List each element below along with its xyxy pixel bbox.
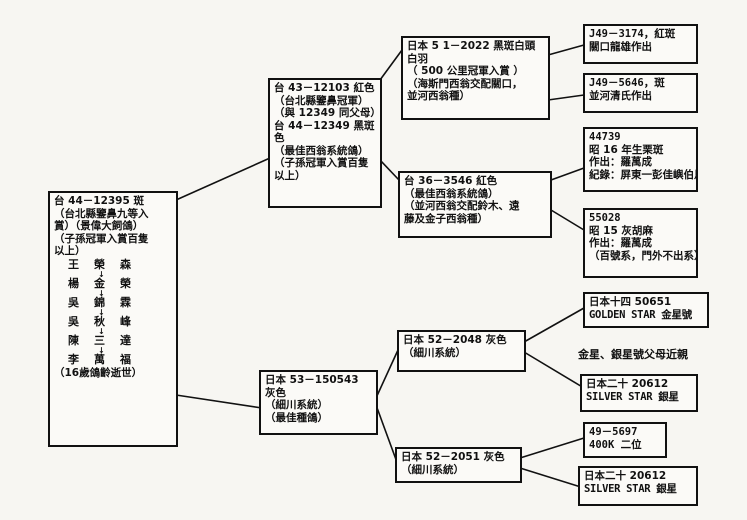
ds-sire-line: GOLDEN STAR 金星號 xyxy=(589,308,692,321)
ss-sire-box: J49－3174，紅斑 關口龍雄作出 xyxy=(583,24,698,64)
dd-sire-line: 400K 二位 xyxy=(589,438,642,451)
lineage-line: 李 萬 福 xyxy=(68,352,133,366)
dam-line: （細川系統） xyxy=(265,399,328,411)
sire-line: 台 43－12103 紅色 xyxy=(274,82,375,94)
connector-sd-sire xyxy=(550,167,585,181)
sire-sire-line: 白羽 xyxy=(407,52,428,65)
dam-sire-line: 日本 52－2048 灰色 xyxy=(403,334,507,346)
sire-dam-box: 台 36－3546 紅色 （最佳西翁系統鴿） （並河西翁交配鈴木、遠 藤及金子西… xyxy=(398,171,552,238)
sd-sire-box: 44739 昭 16 年生栗斑 作出：羅萬成 紀錄：屏東一彭佳嶼伯馬 xyxy=(583,127,698,192)
connector-dam-dam xyxy=(375,404,399,466)
connector-ds-sire xyxy=(523,307,585,343)
lineage-arrow: ↓ xyxy=(68,288,107,298)
dam-sire-line: （細川系統） xyxy=(403,346,466,359)
connector-root-dam xyxy=(175,394,263,409)
sire-sire-line: （ 500 公里冠軍入賞 ） xyxy=(407,65,524,77)
ds-dam-line: 日本二十 20612 xyxy=(586,378,669,390)
sire-line: 台 44－12349 黑斑 xyxy=(274,119,375,132)
connector-sire-sire-dam xyxy=(379,159,400,181)
ds-sire-box: 日本十四 50651 GOLDEN STAR 金星號 xyxy=(583,292,709,328)
sd-sire-line: 作出：羅萬成 xyxy=(589,156,652,168)
lineage-line: 陳 三 達 xyxy=(68,333,133,347)
ss-sire-line: J49－3174，紅斑 xyxy=(589,28,676,40)
sd-sire-line: 昭 16 年生栗斑 xyxy=(589,143,664,156)
dam-line: （最佳種鴿） xyxy=(265,411,328,424)
sire-box: 台 43－12103 紅色 （台北縣鑒鼻冠軍） （與 12349 同父母） 台 … xyxy=(268,78,382,208)
connector-root-sire xyxy=(175,157,271,201)
connector-dd-sire xyxy=(519,437,585,459)
dam-dam-line: 日本 52－2051 灰色 xyxy=(401,451,505,463)
root-line-2: 賞）（景偉大飼鴿） xyxy=(54,220,144,232)
sire-sire-line: 日本 5 1－2022 黑斑白頭 xyxy=(407,40,536,52)
root-pigeon-box: 台 44－12395 斑 （台北縣鑒鼻九等入 賞）（景偉大飼鴿） （子孫冠軍入賞… xyxy=(48,191,178,447)
sd-dam-box: 55028 昭 15 灰胡麻 作出：羅萬成 （百號系，門外不出系） xyxy=(583,208,698,278)
sire-line: 色 xyxy=(274,132,285,144)
root-line-0: 台 44－12395 斑 xyxy=(54,195,144,207)
dam-box: 日本 53－150543 灰色 （細川系統） （最佳種鴿） xyxy=(259,370,378,435)
connector-dd-dam xyxy=(519,467,585,489)
sire-line: （台北縣鑒鼻冠軍） xyxy=(274,94,369,107)
root-footer: （16歲鴿齡逝世） xyxy=(54,366,143,379)
ds-sire-line: 日本十四 50651 xyxy=(589,296,672,308)
sire-dam-line: 藤及金子西翁種） xyxy=(404,212,488,225)
ss-sire-line: 關口龍雄作出 xyxy=(589,40,652,53)
lineage-arrow: ↓ xyxy=(68,307,107,317)
ds-dam-box: 日本二十 20612 SILVER STAR 銀星 xyxy=(580,374,698,412)
ss-dam-line: 並河清氏作出 xyxy=(589,89,652,102)
sire-dam-line: （並河西翁交配鈴木、遠 xyxy=(404,200,520,212)
sire-line: 以上） xyxy=(274,169,306,182)
lineage-arrow: ↓ xyxy=(68,269,107,279)
dam-line: 灰色 xyxy=(265,386,286,399)
sire-line: （最佳西翁系統鴿） xyxy=(274,144,369,157)
sire-line: （子孫冠軍入賞百隻 xyxy=(274,157,369,169)
lineage-line: 王 榮 森 xyxy=(68,257,133,271)
root-lineage: 王 榮 森 ↓ 楊 金 榮 ↓ 吳 錦 霖 ↓ 吳 秋 峰 ↓ 陳 三 達 ↓ … xyxy=(68,258,172,367)
dd-dam-box: 日本二十 20612 SILVER STAR 銀星 xyxy=(578,466,698,506)
root-line-4: 以上） xyxy=(54,245,86,257)
connector-dam-sire xyxy=(375,349,399,399)
lineage-line: 吳 錦 霖 xyxy=(68,295,133,309)
connector-ss-dam xyxy=(547,94,585,101)
dam-dam-box: 日本 52－2051 灰色 （細川系統） xyxy=(395,447,522,483)
lineage-arrow: ↓ xyxy=(68,345,107,355)
sd-sire-line: 紀錄：屏東一彭佳嶼伯馬 xyxy=(589,168,698,181)
dam-line: 日本 53－150543 xyxy=(265,374,359,386)
sd-dam-line: 55028 xyxy=(589,212,621,224)
root-line-3: （子孫冠軍入賞百隻 xyxy=(54,232,149,245)
relation-note: 金星、銀星號父母近親 xyxy=(578,348,688,361)
sd-dam-line: 昭 15 灰胡麻 xyxy=(589,224,653,237)
connector-sd-dam xyxy=(550,209,585,231)
dam-sire-box: 日本 52－2048 灰色 （細川系統） xyxy=(397,330,526,372)
root-line-1: （台北縣鑒鼻九等入 xyxy=(54,207,149,220)
sire-line: （與 12349 同父母） xyxy=(274,107,381,119)
dd-dam-line: SILVER STAR 銀星 xyxy=(584,482,677,495)
sd-dam-line: （百號系，門外不出系） xyxy=(589,249,698,262)
dd-dam-line: 日本二十 20612 xyxy=(584,470,667,482)
connector-ds-dam xyxy=(523,351,585,389)
sire-sire-line: 並河西翁種） xyxy=(407,90,470,102)
sire-sire-box: 日本 5 1－2022 黑斑白頭 白羽 （ 500 公里冠軍入賞 ） （海斯門西… xyxy=(401,36,550,120)
ss-dam-box: J49－5646，斑 並河清氏作出 xyxy=(583,73,698,113)
lineage-arrow: ↓ xyxy=(68,326,107,336)
sire-dam-line: 台 36－3546 紅色 xyxy=(404,175,498,187)
sire-sire-line: （海斯門西翁交配關口， xyxy=(407,77,523,90)
dd-sire-line: 49－5697 xyxy=(589,426,638,438)
connector-sire-sire-sire xyxy=(379,49,403,81)
ds-dam-line: SILVER STAR 銀星 xyxy=(586,390,679,403)
sd-sire-line: 44739 xyxy=(589,131,621,143)
connector-ss-sire xyxy=(547,44,585,56)
lineage-line: 楊 金 榮 xyxy=(68,276,133,290)
dam-dam-line: （細川系統） xyxy=(401,463,464,476)
dd-sire-box: 49－5697 400K 二位 xyxy=(583,422,667,458)
ss-dam-line: J49－5646，斑 xyxy=(589,77,665,89)
lineage-line: 吳 秋 峰 xyxy=(68,314,133,328)
sire-dam-line: （最佳西翁系統鴿） xyxy=(404,187,499,200)
sd-dam-line: 作出：羅萬成 xyxy=(589,237,652,249)
